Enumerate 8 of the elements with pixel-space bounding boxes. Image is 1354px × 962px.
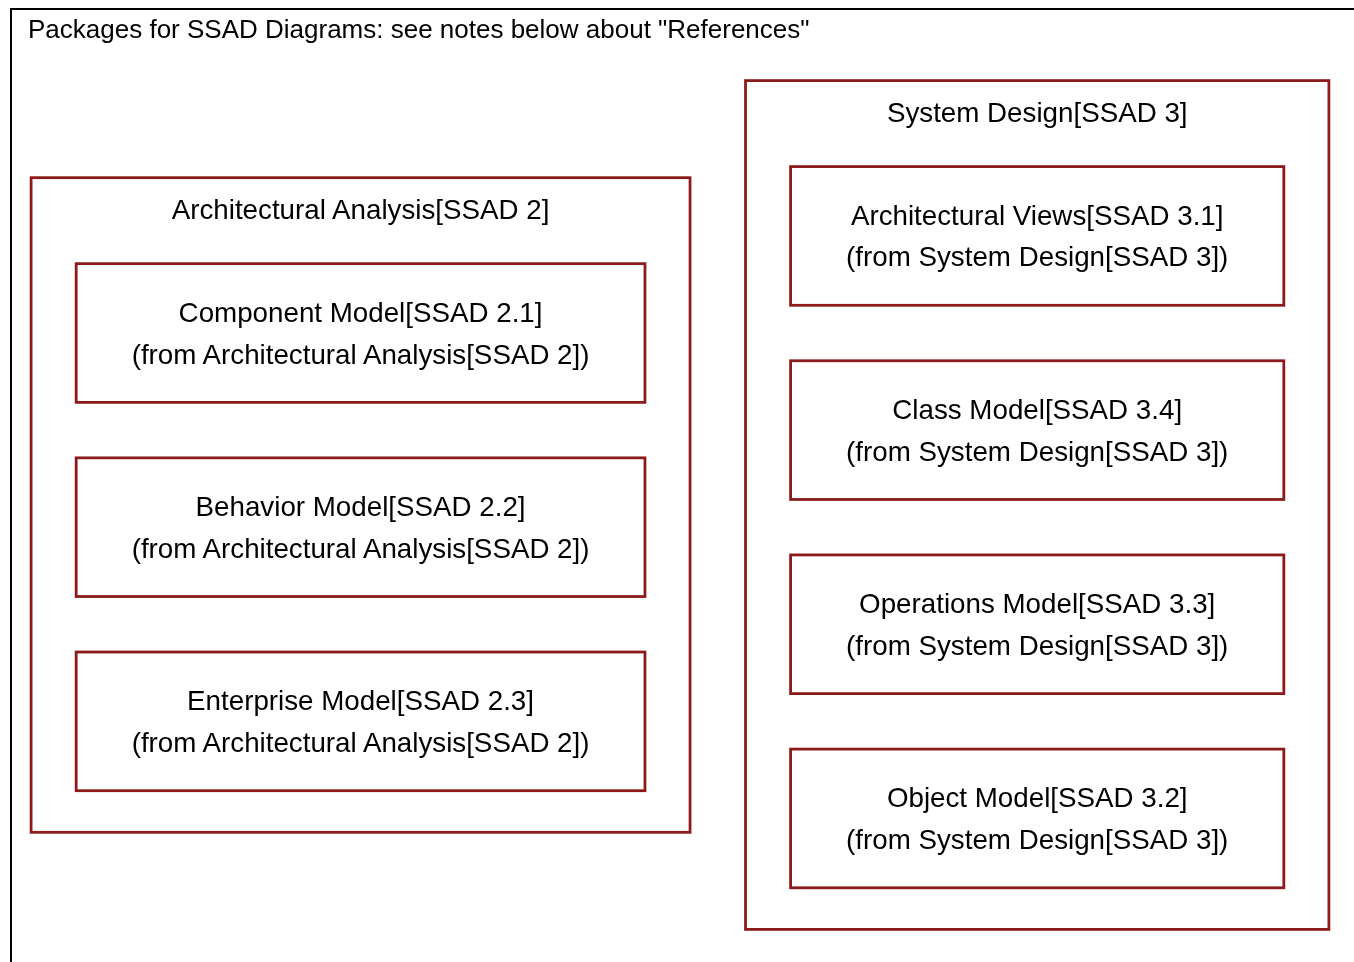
node-box: Architectural Views[SSAD 3.1] (from System Design[SSAD 3]) (789, 165, 1286, 307)
node-box: Behavior Model[SSAD 2.2] (from Architectural Analysis[SSAD 2]) (74, 456, 647, 598)
node-box: Object Model[SSAD 3.2] (from System Design[SSAD 3]) (789, 747, 1286, 890)
node-box: Operations Model[SSAD 3.3] (from System Design[SSAD 3]) (789, 553, 1286, 695)
node-box: Class Model[SSAD 3.4] (from System Design[SSAD 3]) (789, 359, 1286, 501)
diagram-title: Packages for SSAD Diagrams: see notes below about "References" (28, 14, 810, 45)
node-box: Enterprise Model[SSAD 2.3] (from Architectural Analysis[SSAD 2]) (74, 650, 647, 793)
node-box: Component Model[SSAD 2.1] (from Architectural Analysis[SSAD 2]) (74, 262, 647, 404)
